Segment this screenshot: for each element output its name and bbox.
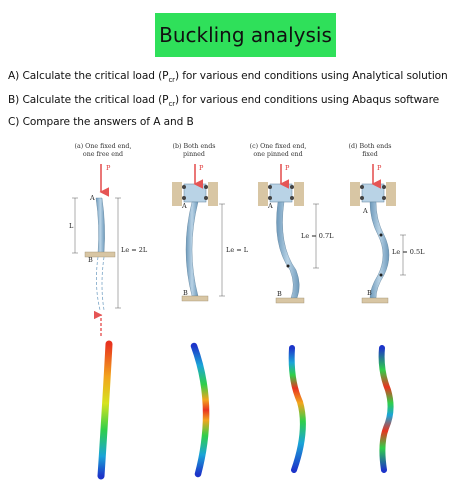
case-d-fixed: P A B Le = 0.5L: [350, 164, 425, 304]
label-top-d: A: [362, 207, 368, 215]
task-b: B) Calculate the critical load (Pcr) for…: [8, 94, 440, 109]
case-a-fixed-free: P A B L Le = 2L: [69, 164, 148, 336]
support-base-c: [275, 297, 305, 304]
title-banner: Buckling analysis: [155, 13, 336, 57]
fea-results: [97, 340, 394, 480]
caption-c: (c) One fixed end,one pinned end: [249, 143, 307, 158]
label-bottom-b: B: [183, 289, 188, 297]
column-c: [276, 201, 300, 299]
case-c-fixed-pinned: P A B Le = 0.7L: [258, 164, 334, 304]
column-d: [369, 201, 390, 299]
eff-length-c: Le = 0.7L: [301, 232, 334, 240]
support-right-b: [208, 182, 218, 206]
top-block-c: [269, 183, 293, 203]
fea-column-b: [190, 342, 210, 478]
length-label-a: L: [69, 222, 74, 230]
eff-length-d: Le = 0.5L: [392, 248, 425, 256]
task-a: A) Calculate the critical load (Pcr) for…: [8, 70, 448, 85]
support-base-d: [361, 297, 389, 304]
column-b: [185, 201, 199, 297]
page-title: Buckling analysis: [159, 23, 332, 47]
eff-length-a: Le = 2L: [121, 246, 148, 254]
label-bottom-c: B: [277, 290, 282, 298]
caption-a: (a) One fixed end,one free end: [74, 143, 132, 158]
support-base-a: [84, 251, 116, 258]
load-label-a: P: [106, 164, 111, 172]
label-bottom-a: B: [88, 256, 93, 264]
load-label-b: P: [199, 164, 204, 172]
fea-column-d: [378, 345, 394, 473]
label-top-a: A: [89, 194, 95, 202]
top-block-b: [183, 183, 207, 203]
support-left-b: [172, 182, 182, 206]
load-label-c: P: [285, 164, 290, 172]
eff-length-b: Le = L: [226, 246, 249, 254]
task-c: C) Compare the answers of A and B: [8, 116, 194, 128]
case-b-pinned: P A B Le = L: [172, 164, 249, 302]
fea-column-c: [288, 345, 306, 473]
column-a: [95, 197, 105, 254]
top-block-d: [361, 183, 385, 203]
end-conditions-diagram: P A B L Le = 2L P A B Le = L: [69, 164, 425, 336]
label-top-b: A: [181, 202, 187, 210]
label-bottom-d: B: [367, 289, 372, 297]
load-label-d: P: [377, 164, 382, 172]
support-base-b: [181, 295, 209, 302]
label-top-c: A: [267, 202, 273, 210]
fea-column-a: [97, 340, 113, 480]
